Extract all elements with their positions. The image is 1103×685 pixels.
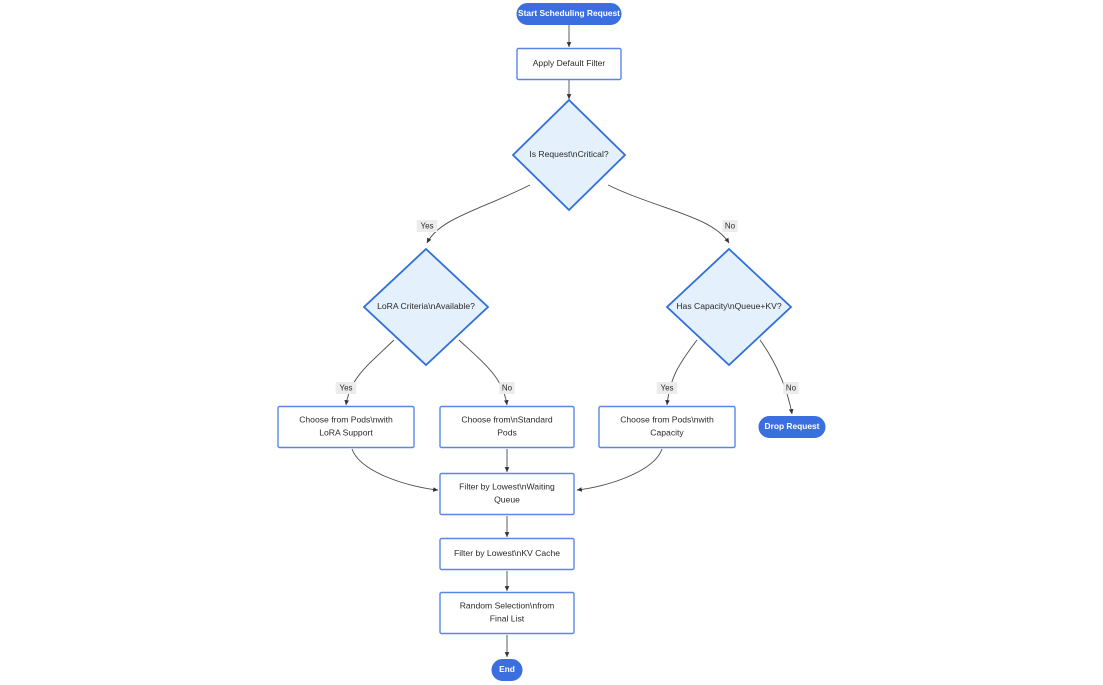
node-label-drop_request: Drop Request	[765, 421, 820, 431]
node-shape-diamond	[665, 247, 793, 367]
edge-label-lora_criteria_available-yes: Yes	[335, 382, 357, 394]
node-has_capacity: Has Capacity\nQueue+KV?	[665, 247, 793, 367]
edge-label-text: Yes	[660, 384, 673, 393]
node-label-filter_kv_cache: Filter by Lowest\nKV Cache	[454, 548, 560, 558]
edge-label-background	[416, 220, 438, 232]
node-end: End	[491, 659, 523, 681]
node-shape-rect	[439, 405, 575, 449]
edges-layer	[344, 25, 794, 658]
node-is_request_critical: Is Request\nCritical?	[511, 98, 627, 212]
node-label-lora_criteria_available: LoRA Criteria\nAvailable?	[377, 301, 475, 311]
edge-label-text: Yes	[420, 222, 433, 231]
edge-label-background	[335, 382, 357, 394]
node-shape-stadium	[516, 3, 622, 25]
edge-choose_capacity_pods-to-filter_waiting_queue	[576, 448, 663, 492]
edge-label-background	[722, 220, 738, 232]
node-shape-diamond	[511, 98, 627, 212]
node-drop_request: Drop Request	[758, 416, 826, 438]
edge-label-is_request_critical-no: No	[722, 220, 738, 232]
node-label-is_request_critical: Is Request\nCritical?	[529, 149, 609, 159]
node-lora_criteria_available: LoRA Criteria\nAvailable?	[362, 247, 490, 367]
edge-label-has_capacity-no: No	[783, 382, 799, 394]
edge-label-text: No	[725, 222, 736, 231]
edge-label-background	[783, 382, 799, 394]
edge-lora_criteria_available-to-choose_standard_pods	[458, 339, 509, 406]
node-shape-rect	[277, 405, 415, 449]
node-label-has_capacity: Has Capacity\nQueue+KV?	[676, 301, 782, 311]
edge-label-text: No	[786, 384, 797, 393]
edge-label-background	[656, 382, 678, 394]
edge-is_request_critical-to-has_capacity	[607, 184, 730, 244]
edge-lora_criteria_available-to-choose_lora_pods	[344, 339, 395, 406]
node-shape-rect	[598, 405, 736, 449]
edge-choose_lora_pods-to-filter_waiting_queue	[351, 448, 439, 492]
edge-label-background	[499, 382, 515, 394]
node-shape-stadium	[758, 416, 826, 438]
edge-has_capacity-to-drop_request	[759, 339, 794, 415]
edge-label-has_capacity-yes: Yes	[656, 382, 678, 394]
edge-label-text: Yes	[339, 384, 352, 393]
node-shape-rect	[516, 47, 622, 81]
node-label-start: Start Scheduling Request	[518, 8, 620, 18]
node-shape-stadium	[491, 659, 523, 681]
edge-label-is_request_critical-yes: Yes	[416, 220, 438, 232]
edge-label-text: No	[502, 384, 513, 393]
edge-label-lora_criteria_available-no: No	[499, 382, 515, 394]
edge-is_request_critical-to-lora_criteria_available	[426, 184, 531, 244]
node-start: Start Scheduling Request	[516, 3, 622, 25]
node-label-apply_default_filter: Apply Default Filter	[533, 58, 606, 68]
node-shape-diamond	[362, 247, 490, 367]
node-shape-rect	[439, 472, 575, 516]
node-shape-rect	[439, 537, 575, 571]
edge-has_capacity-to-choose_capacity_pods	[665, 339, 698, 406]
node-shape-rect	[439, 591, 575, 635]
node-filter_kv_cache: Filter by Lowest\nKV Cache	[439, 537, 575, 571]
node-apply_default_filter: Apply Default Filter	[516, 47, 622, 81]
node-label-end: End	[499, 664, 515, 674]
